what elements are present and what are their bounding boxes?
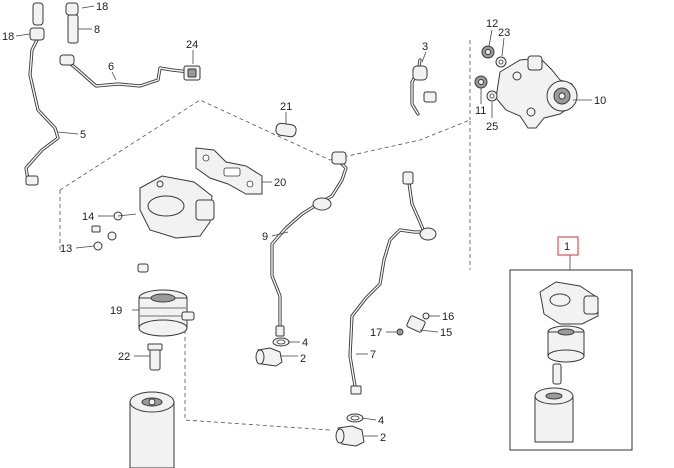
callout-5[interactable]: 5: [80, 129, 86, 141]
callout-19[interactable]: 19: [110, 305, 122, 317]
inset-assembly-part-1[interactable]: [509, 269, 633, 451]
callout-16[interactable]: 16: [442, 311, 454, 323]
callout-9[interactable]: 9: [262, 231, 268, 243]
callout-6[interactable]: 6: [108, 61, 114, 73]
callout-4-upper[interactable]: 4: [302, 337, 308, 349]
callout-8[interactable]: 8: [94, 24, 100, 36]
callout-25[interactable]: 25: [486, 121, 498, 133]
hose-part-6[interactable]: [59, 54, 192, 88]
washer-part-25[interactable]: [486, 90, 498, 102]
connector-part-24[interactable]: [183, 65, 201, 81]
washer-part-23[interactable]: [495, 56, 507, 68]
nut-part-17[interactable]: [396, 328, 404, 336]
clamp-part-15[interactable]: [406, 315, 426, 333]
fitting-part-22[interactable]: [147, 343, 163, 371]
callout-22[interactable]: 22: [118, 351, 130, 363]
callout-12[interactable]: 12: [486, 18, 498, 30]
callout-21[interactable]: 21: [280, 101, 292, 113]
leader-lines: [15, 5, 592, 437]
tube-part-9[interactable]: [270, 151, 348, 337]
callout-7[interactable]: 7: [370, 349, 376, 361]
callout-14[interactable]: 14: [82, 211, 94, 223]
tube-part-7[interactable]: [348, 171, 437, 395]
hose-assembly-left[interactable]: [24, 2, 60, 186]
callout-3[interactable]: 3: [422, 41, 428, 53]
oil-filter-canister[interactable]: [129, 391, 175, 468]
callout-23[interactable]: 23: [498, 27, 510, 39]
clip-part-18-upper[interactable]: [65, 2, 79, 44]
bolt-part-14[interactable]: [113, 211, 137, 221]
callout-labels: 1 18 18 8 5 6 24 3 12 23 10 11 25 21 20 …: [2, 1, 606, 444]
pump-part-10[interactable]: [495, 55, 578, 129]
elbow-part-2-upper[interactable]: [255, 347, 283, 367]
oil-cooler-part-19[interactable]: [138, 289, 195, 337]
callout-17[interactable]: 17: [370, 327, 382, 339]
callout-18-upper[interactable]: 18: [96, 1, 108, 13]
clamp-part-4-upper[interactable]: [272, 337, 290, 347]
clamp-part-4-lower[interactable]: [346, 413, 364, 423]
callout-13[interactable]: 13: [60, 243, 72, 255]
highlight-box-part-1[interactable]: [557, 236, 579, 256]
filter-housing-upper[interactable]: [139, 175, 215, 239]
callout-10[interactable]: 10: [594, 95, 606, 107]
callout-1[interactable]: 1: [564, 241, 570, 253]
elbow-part-2-lower[interactable]: [335, 425, 365, 447]
callout-2-upper[interactable]: 2: [300, 353, 306, 365]
callout-20[interactable]: 20: [274, 177, 286, 189]
bolt-part-12[interactable]: [481, 45, 495, 59]
callout-15[interactable]: 15: [440, 327, 452, 339]
gasket-part-20[interactable]: [195, 147, 263, 195]
callout-4-lower[interactable]: 4: [378, 415, 384, 427]
nut-part-11[interactable]: [474, 75, 488, 89]
callout-24[interactable]: 24: [186, 39, 198, 51]
callout-2-lower[interactable]: 2: [380, 432, 386, 444]
bolt-part-13[interactable]: [91, 225, 117, 251]
callout-18-left[interactable]: 18: [2, 31, 14, 43]
callout-11[interactable]: 11: [475, 105, 486, 117]
sleeve-part-21[interactable]: [275, 122, 297, 138]
assembly-outline: [59, 40, 471, 431]
hose-part-3[interactable]: [410, 58, 437, 116]
bolt-small-center[interactable]: [137, 263, 149, 273]
